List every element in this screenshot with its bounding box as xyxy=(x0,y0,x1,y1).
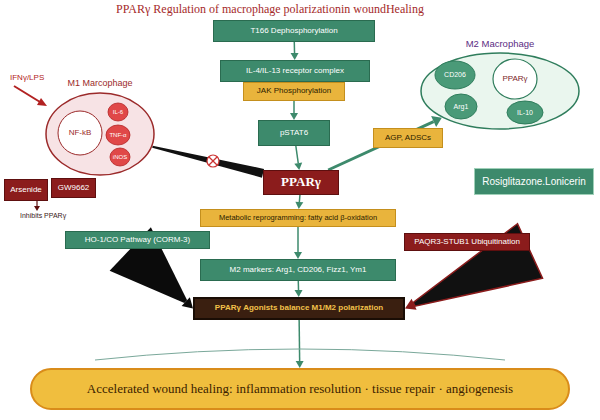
node-text: TNF-α xyxy=(109,132,126,139)
node-text: pSTAT6 xyxy=(280,129,308,138)
inhibit-leader-head xyxy=(34,206,40,211)
ellipse-shape xyxy=(110,148,130,166)
process-box: pSTAT6 xyxy=(258,120,330,146)
cell-ellipse: M1 MarcophageNF-kBIL-6TNF-αiNOS xyxy=(45,92,155,176)
arrow-head xyxy=(431,116,442,127)
inhibitor-box: Arsenide xyxy=(4,179,48,201)
connector-line xyxy=(299,195,301,202)
cell-ellipse: M2 MacrophageCD206Arg1PPARγIL-10 xyxy=(420,52,580,130)
node-text: IL-6 xyxy=(113,109,123,116)
marker-circle: Arg1 xyxy=(444,93,478,120)
node-text: PPARγ Agonists balance M1/M2 polarizatio… xyxy=(215,304,383,313)
node-text: iNOS xyxy=(113,154,127,161)
node-text: IL-4/IL-13 receptor complex xyxy=(246,67,344,76)
arrow-head xyxy=(405,299,417,310)
node-text: IL-10 xyxy=(517,109,533,117)
connector-line xyxy=(293,101,295,113)
ellipse-shape xyxy=(108,103,128,121)
note-label: Inhibits PPARγ xyxy=(20,212,66,219)
node-text: NF-kB xyxy=(69,129,92,138)
pathway-box: HO-1/CO Pathway (CORM-3) xyxy=(65,231,210,249)
outcome-band: Accelerated wound healing: inflammation … xyxy=(30,368,570,410)
inhibitor-box: GW9662 xyxy=(51,178,96,198)
inhibition-symbol-stroke xyxy=(209,157,217,165)
step-tag: JAK Phosphorylation xyxy=(243,82,345,101)
marker-circle: CD206 xyxy=(434,60,476,90)
process-box: T166 Dephosphorylation xyxy=(213,20,375,42)
node-text: GW9662 xyxy=(58,184,90,193)
hub-box: PPARγ xyxy=(263,170,339,195)
marker-circle: IL-10 xyxy=(506,100,544,125)
node-text: PPARγ xyxy=(281,175,321,189)
process-box: M2 markers: Arg1, CD206, Fizz1, Ym1 xyxy=(200,259,396,281)
agonist-box: Rosiglitazone.Lonicerin xyxy=(474,168,594,195)
outcome-arc xyxy=(95,349,505,360)
node-text: Arsenide xyxy=(10,186,42,195)
ellipse-shape xyxy=(58,111,102,155)
node-text: Rosiglitazone.Lonicerin xyxy=(482,176,585,187)
arrow-head xyxy=(295,202,303,209)
cytokine-circle: TNF-α xyxy=(105,124,131,146)
connector xyxy=(295,281,303,297)
connector-line xyxy=(298,281,300,290)
node-text: Metabolic reprogramming: fatty acid β-ox… xyxy=(219,214,377,222)
ellipse-shape xyxy=(421,53,579,129)
factor-circle: NF-kB xyxy=(57,110,103,156)
node-text: HO-1/CO Pathway (CORM-3) xyxy=(85,236,190,245)
ellipse-shape xyxy=(493,59,537,99)
connector-line xyxy=(297,227,299,252)
connector xyxy=(291,42,299,60)
connector xyxy=(152,146,264,178)
arrow-head xyxy=(296,361,304,368)
node-text: PAQR3-STUB1 Ubiquitination xyxy=(414,238,520,247)
connector xyxy=(405,224,543,310)
title-text: PPARγ Regulation of macrophage polarizat… xyxy=(60,2,480,17)
ellipse-shape xyxy=(507,101,543,124)
node-text: AGP, ADSCs xyxy=(385,134,431,143)
node-text: Accelerated wound healing: inflammation … xyxy=(87,382,513,396)
ellipse-shape xyxy=(106,125,130,145)
cytokine-circle: IL-6 xyxy=(107,102,129,122)
connector xyxy=(296,320,304,368)
connector xyxy=(290,101,298,120)
pathway-box: PAQR3-STUB1 Ubiquitination xyxy=(404,233,530,251)
stimulus-arrow-head xyxy=(37,98,47,106)
arrow-head xyxy=(182,297,193,308)
connector xyxy=(295,195,303,209)
node-text: T166 Dephosphorylation xyxy=(250,27,337,36)
stimulus-arrow-line xyxy=(14,86,40,102)
inhibition-symbol-stroke xyxy=(209,157,217,165)
arrow-head xyxy=(294,252,302,259)
arrow-head xyxy=(290,113,298,120)
arrow-head xyxy=(294,163,302,170)
connector xyxy=(294,146,302,170)
connector-line xyxy=(296,146,298,163)
ellipse-shape xyxy=(46,93,154,175)
ellipse-shape xyxy=(445,94,477,119)
stimulus-label: IFNγ/LPS xyxy=(10,73,44,82)
step-tag: AGP, ADSCs xyxy=(373,128,443,148)
connector-line xyxy=(294,42,296,53)
balance-box: PPARγ Agonists balance M1/M2 polarizatio… xyxy=(193,297,405,320)
group-label: M2 Macrophage xyxy=(390,39,600,49)
node-text: M2 markers: Arg1, CD206, Fizz1, Ym1 xyxy=(230,266,367,275)
ellipse-shape xyxy=(435,61,475,89)
node-text: Arg1 xyxy=(454,103,469,111)
node-text: JAK Phosphorylation xyxy=(257,87,331,96)
step-tag: Metabolic reprogramming: fatty acid β-ox… xyxy=(200,209,396,227)
cytokine-circle: iNOS xyxy=(109,147,131,167)
arrow-head xyxy=(295,290,303,297)
process-box: IL-4/IL-13 receptor complex xyxy=(220,60,370,82)
connector-line xyxy=(298,320,300,361)
inhibit-leader-line xyxy=(36,201,37,207)
wedge-connector xyxy=(152,146,264,178)
arrow-head xyxy=(291,53,299,60)
inhibition-symbol xyxy=(207,155,219,167)
connector xyxy=(294,227,302,259)
node-text: CD206 xyxy=(444,71,466,79)
node-text: PPARγ xyxy=(502,75,527,84)
receptor-circle: PPARγ xyxy=(492,58,538,100)
